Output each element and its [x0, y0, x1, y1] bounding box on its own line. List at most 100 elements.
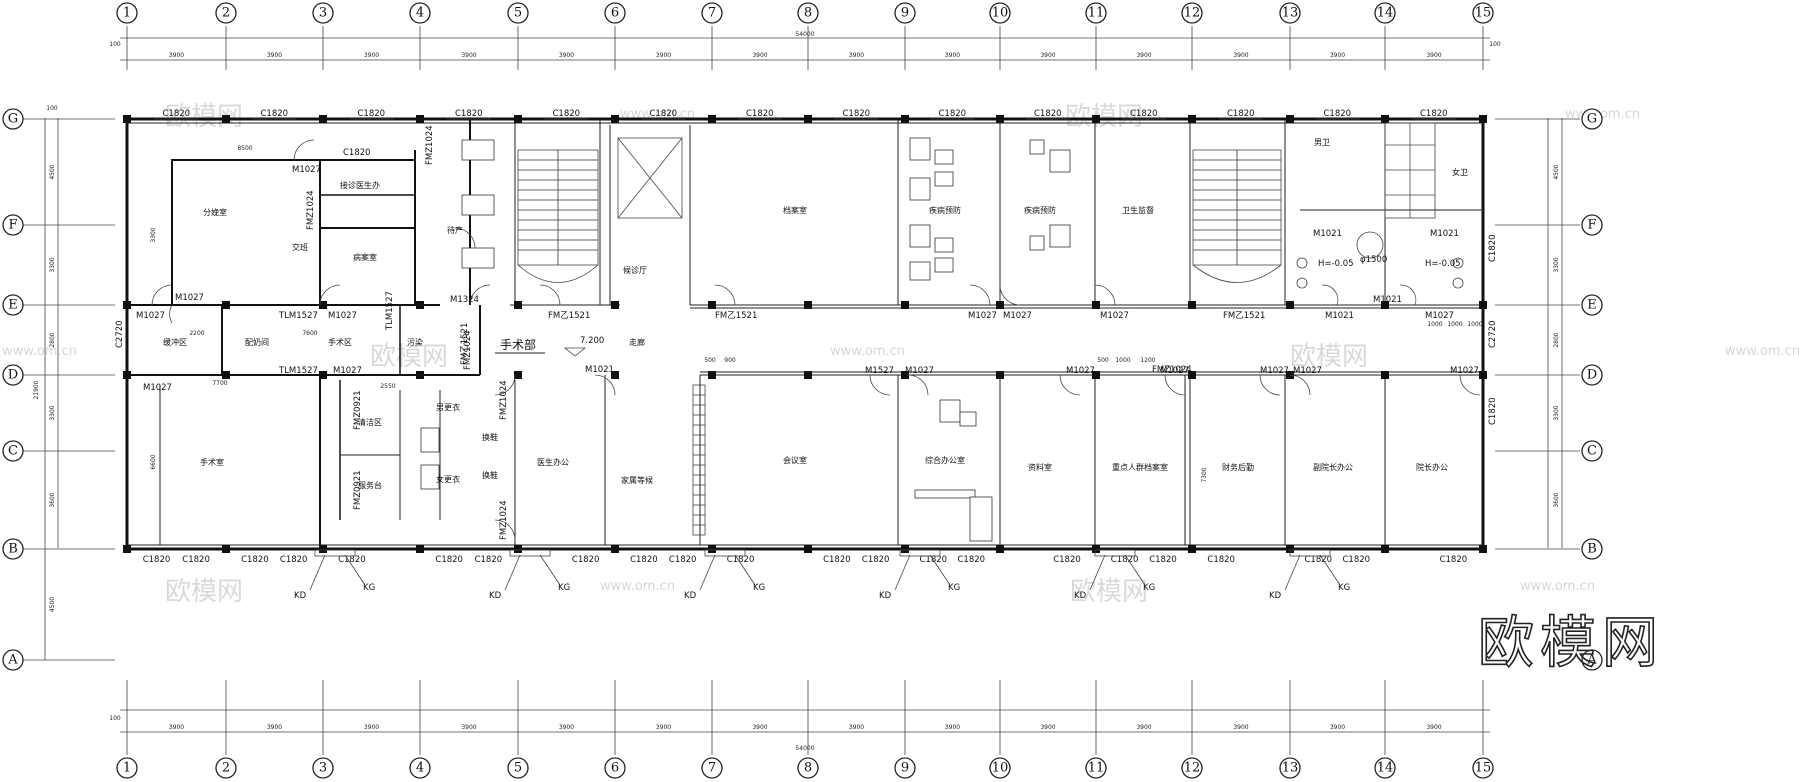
window-label-right-lower: C1820: [1488, 397, 1498, 425]
column-post: [996, 371, 1004, 379]
door-label-fma: FM乙1521: [1223, 311, 1265, 321]
door-label: M1027: [292, 165, 321, 175]
window-label: C1820: [1324, 109, 1352, 119]
bay-dimension: 3900: [656, 52, 671, 59]
window-label: C1820: [1130, 109, 1158, 119]
window-label: C1820: [843, 109, 871, 119]
bay-dimension: 3900: [1233, 52, 1248, 59]
column-post: [611, 545, 619, 553]
grid-bubble-column: 15: [1472, 757, 1494, 779]
grid-bubble-column: 8: [797, 757, 819, 779]
grid-label-column: 5: [514, 761, 522, 776]
column-post: [804, 371, 812, 379]
column-post: [1381, 371, 1389, 379]
door-labels: M1027 M1027 M1027 M1027 M1027 M1027 M132…: [136, 125, 1479, 540]
column-post: [1381, 301, 1389, 309]
door-label: M1021: [1373, 295, 1402, 305]
grid-label-column: 9: [901, 761, 909, 776]
bay-dimension: 3300: [49, 405, 56, 420]
window-label: C1820: [727, 555, 755, 565]
grid-label-column: 12: [1184, 6, 1201, 21]
grid-label-column: 3: [319, 761, 327, 776]
watermark-brand: 欧模网: [1290, 342, 1368, 372]
room-labels: 分娩室 待产 接诊医生办 病案室 配奶间 手术区 缓冲区 污染 手术室 男更衣 …: [163, 138, 1468, 490]
small-dim: 1000: [1115, 357, 1130, 364]
window-label: C1820: [280, 555, 308, 565]
room-label: 病案室: [353, 252, 377, 262]
grid-label-row: E: [8, 298, 18, 313]
room-label: 男更衣: [436, 402, 460, 412]
grid-bubble-row: G: [2, 108, 24, 130]
column-post: [1092, 545, 1100, 553]
grid-label-row: D: [8, 368, 18, 383]
room-label: 手术室: [200, 457, 224, 467]
room-label: 分娩室: [203, 207, 227, 217]
grid-bubble-row: B: [2, 538, 24, 560]
grid-bubble-column: 14: [1374, 757, 1396, 779]
floor-drop-note: H=-0.05: [1318, 259, 1354, 269]
watermark-url: www.om.cn: [1520, 579, 1595, 594]
door-label-fma: FM乙1521: [460, 323, 470, 365]
small-dim: 900: [724, 357, 736, 364]
grid-label-row: G: [8, 112, 18, 127]
bay-dimension: 3900: [169, 724, 184, 731]
column-post: [222, 371, 230, 379]
bay-dimension: 3900: [1040, 724, 1055, 731]
window-label: C1820: [241, 555, 269, 565]
bay-dimension: 3900: [364, 52, 379, 59]
kd-label: KD: [1074, 591, 1087, 601]
column-post: [1188, 301, 1196, 309]
kg-label: KG: [1143, 583, 1155, 593]
room-label: 缓冲区: [163, 337, 187, 347]
room-label: 疾病预防: [1024, 205, 1056, 215]
kd-label: KD: [294, 591, 307, 601]
grid-label-row: A: [1586, 653, 1597, 668]
grid-bubble-row: F: [2, 214, 24, 236]
grid-bubble-row: G: [1581, 108, 1603, 130]
column-post: [416, 115, 424, 123]
column-post: [514, 115, 522, 123]
column-post: [804, 115, 812, 123]
column-post: [416, 545, 424, 553]
door-label: M1324: [450, 295, 479, 305]
bay-dimension: 3900: [267, 724, 282, 731]
bay-dimension: 3300: [1553, 257, 1560, 272]
window-label: C1820: [143, 555, 171, 565]
bay-dimension: 4500: [49, 164, 56, 179]
small-dim: 7600: [302, 330, 317, 337]
grid-bubble-column: 2: [215, 2, 237, 24]
column-post: [996, 115, 1004, 123]
window-label: C1820: [958, 555, 986, 565]
grid-bubble-row: F: [1581, 214, 1603, 236]
left-total-dimension: 21900: [33, 380, 40, 399]
grid-bubble-column: 9: [894, 757, 916, 779]
watermark-url: www.om.cn: [830, 344, 905, 359]
toilet-stalls: [1296, 122, 1464, 289]
small-dim: 500: [704, 357, 716, 364]
room-label: 男卫: [1314, 138, 1330, 147]
grid-label-column: 12: [1184, 761, 1201, 776]
column-post: [708, 545, 716, 553]
room-label: 污染: [407, 337, 423, 347]
column-post: [901, 371, 909, 379]
grid-bubble-row: E: [2, 294, 24, 316]
grid-label-row: E: [1587, 298, 1597, 313]
top-edge-dimension: 100: [109, 41, 121, 48]
door-label: M1527: [865, 366, 894, 376]
window-label-right-upper: C1820: [1488, 234, 1498, 262]
room-label: 服务台: [358, 480, 382, 490]
grid-bubble-column: 4: [409, 2, 431, 24]
grid-bubble-row: A: [2, 649, 24, 671]
column-post: [1188, 371, 1196, 379]
grid-bubble-column: 11: [1085, 2, 1107, 24]
grid-bubble-column: 15: [1472, 2, 1494, 24]
column-post: [1286, 115, 1294, 123]
window-label: C1820: [475, 555, 503, 565]
structural-columns: [123, 115, 1487, 553]
room-label: 候诊厅: [623, 265, 647, 275]
small-dim: 8500: [237, 145, 252, 152]
room-label: 清洁区: [358, 417, 382, 427]
window-label: C1820: [669, 555, 697, 565]
room-label: 换鞋: [482, 432, 498, 442]
